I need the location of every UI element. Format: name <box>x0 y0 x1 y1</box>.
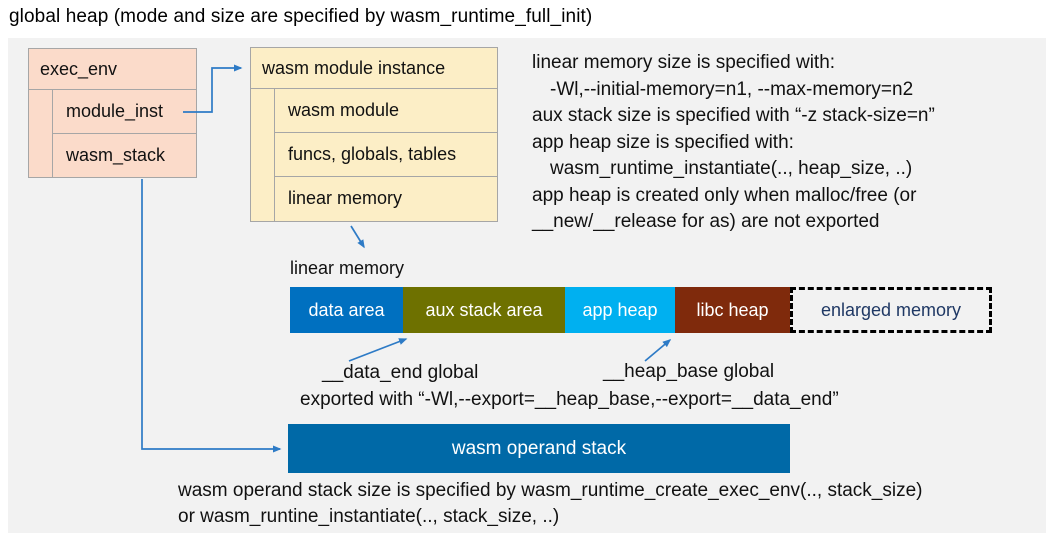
wasm-module-instance-box: wasm module instance wasm module funcs, … <box>250 47 498 222</box>
data-end-global-label: __data_end global <box>322 362 479 383</box>
exec-env-rows: module_inst wasm_stack <box>53 90 196 177</box>
note-line: or wasm_runtine_instantiate(.., stack_si… <box>178 506 560 527</box>
wasm-operand-stack-label: wasm operand stack <box>451 437 627 459</box>
wasm-module-instance-rows: wasm module funcs, globals, tables linea… <box>275 89 497 221</box>
wasm-module-instance-body: wasm module funcs, globals, tables linea… <box>251 89 497 221</box>
segment-enlarged-memory: enlarged memory <box>790 287 992 333</box>
linear-memory-label: linear memory <box>290 258 405 278</box>
memory-size-notes: linear memory size is specified with: -W… <box>532 50 935 236</box>
note-line: aux stack size is specified with “-z sta… <box>532 105 935 126</box>
wasm-module-instance-left-strip <box>251 89 275 221</box>
operand-stack-notes: wasm operand stack size is specified by … <box>178 478 923 530</box>
instance-row-funcs-globals-tables: funcs, globals, tables <box>275 133 497 177</box>
segment-aux-stack-area: aux stack area <box>403 287 565 333</box>
exec-env-body: module_inst wasm_stack <box>29 90 196 177</box>
exec-env-header: exec_env <box>29 49 196 90</box>
export-flags-label: exported with “-Wl,--export=__heap_base,… <box>300 389 839 410</box>
exec-env-left-strip <box>29 90 53 177</box>
wasm-module-instance-header: wasm module instance <box>251 48 497 89</box>
note-line: wasm operand stack size is specified by … <box>178 480 923 501</box>
segment-data-area: data area <box>290 287 403 333</box>
wasm-operand-stack-box: wasm operand stack <box>288 424 790 473</box>
segment-libc-heap: libc heap <box>675 287 790 333</box>
instance-row-wasm-module: wasm module <box>275 89 497 133</box>
note-line: linear memory size is specified with: <box>532 52 836 73</box>
exec-env-row-wasm-stack: wasm_stack <box>66 145 166 165</box>
exec-env-box: exec_env module_inst wasm_stack <box>28 48 197 178</box>
note-line: -Wl,--initial-memory=n1, --max-memory=n2 <box>550 78 914 100</box>
diagram-title: global heap (mode and size are specified… <box>9 6 593 27</box>
heap-base-global-label: __heap_base global <box>603 361 775 382</box>
note-line: app heap size is specified with: <box>532 131 794 153</box>
note-line: app heap is created only when malloc/fre… <box>532 184 917 206</box>
instance-row-linear-memory: linear memory <box>288 188 403 208</box>
linear-memory-bar: data area aux stack area app heap libc h… <box>290 287 992 333</box>
note-line: wasm_runtime_instantiate(.., heap_size, … <box>550 158 913 179</box>
note-line: __new/__release for as) are not exported <box>532 211 880 232</box>
exec-env-row-module-inst: module_inst <box>53 90 196 134</box>
segment-app-heap: app heap <box>565 287 675 333</box>
